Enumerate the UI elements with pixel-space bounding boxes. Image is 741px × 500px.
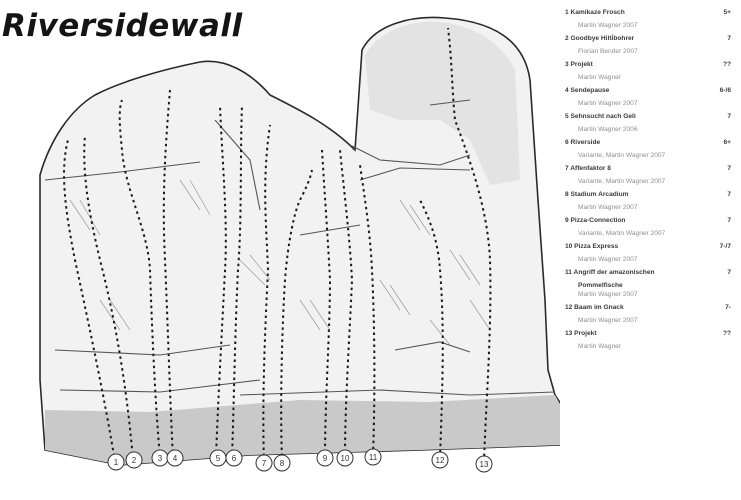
route-first-ascent: Martin Wagner 2006 (565, 126, 737, 139)
route-name: 10 Pizza Express (565, 243, 618, 250)
route-first-ascent: Martin Wagner 2007 (565, 100, 737, 113)
route-first-ascent: Martin Wagner 2007 (565, 22, 737, 35)
route-grade: 7 (727, 165, 731, 172)
route-first-ascent: Variante, Martin Wagner 2007 (565, 152, 737, 165)
route-number-marker: 8 (274, 455, 290, 471)
route-entry: 4 Sendepause 6-/6 (565, 87, 737, 100)
route-entry: 10 Pizza Express 7-/7 (565, 243, 737, 256)
route-number-marker: 10 (337, 450, 353, 466)
route-grade: 7 (727, 191, 731, 198)
route-first-ascent: Martin Wagner (565, 343, 737, 356)
route-name: 11 Angriff der amazonischen (565, 269, 655, 276)
route-first-ascent: Martin Wagner (565, 74, 737, 87)
route-name: 8 Stadium Arcadium (565, 191, 629, 198)
route-grade: ?? (723, 330, 731, 337)
route-number: 8 (280, 459, 285, 468)
route-first-ascent: Martin Wagner 2007 (565, 256, 737, 269)
route-grade: 7- (725, 304, 731, 311)
route-grade: 7 (727, 269, 731, 276)
route-number-marker: 7 (256, 455, 272, 471)
route-entry: 13 Projekt?? (565, 330, 737, 343)
route-number-marker: 4 (167, 450, 183, 466)
route-number: 2 (132, 456, 137, 465)
route-number: 1 (114, 458, 119, 467)
route-entry: 8 Stadium Arcadium 7 (565, 191, 737, 204)
route-grade: 7 (727, 113, 731, 120)
route-name: 1 Kamikaze Frosch (565, 9, 625, 16)
route-entry: 6 Riverside 6+ (565, 139, 737, 152)
route-grade: 7 (727, 35, 731, 42)
route-number-marker: 3 (152, 450, 168, 466)
route-entry: 7 Affenfaktor 8 7 (565, 165, 737, 178)
route-entry: 3 Projekt?? (565, 61, 737, 74)
route-number-marker: 5 (210, 450, 226, 466)
route-entry: 11 Angriff der amazonischen 7 (565, 269, 737, 282)
route-first-ascent: Martin Wagner 2007 (565, 317, 737, 330)
route-entry: 1 Kamikaze Frosch 5+ (565, 9, 737, 22)
route-grade: 5+ (723, 9, 731, 16)
route-number: 3 (158, 454, 163, 463)
route-grade: 6-/6 (720, 87, 731, 94)
route-name: 9 Pizza-Connection (565, 217, 625, 224)
route-number-marker: 13 (476, 456, 492, 472)
route-entry: 12 Baam im Gnack 7- (565, 304, 737, 317)
route-grade: ?? (723, 61, 731, 68)
route-name: 7 Affenfaktor 8 (565, 165, 611, 172)
route-number: 13 (480, 460, 489, 469)
route-number: 5 (216, 454, 221, 463)
route-first-ascent: Martin Wagner 2007 (565, 204, 737, 217)
wall-title: Riversidewall (2, 8, 243, 44)
route-entry: 9 Pizza-Connection 7 (565, 217, 737, 230)
route-name: 12 Baam im Gnack (565, 304, 624, 311)
route-grade: 7-/7 (720, 243, 731, 250)
route-name: 2 Goodbye Hilti̇bohrer (565, 35, 634, 42)
route-number-marker: 6 (226, 450, 242, 466)
route-name: 4 Sendepause (565, 87, 609, 94)
route-entry: 2 Goodbye Hilti̇bohrer 7 (565, 35, 737, 48)
route-number-marker: 2 (126, 452, 142, 468)
route-first-ascent: Martin Wagner 2007 (565, 291, 737, 304)
route-name-continued: Pommelfische (565, 282, 737, 291)
route-first-ascent: Variante, Martin Wagner 2007 (565, 178, 737, 191)
route-number: 7 (262, 459, 267, 468)
route-name: 3 Projekt (565, 61, 593, 68)
route-name: 6 Riverside (565, 139, 600, 146)
route-number: 6 (232, 454, 237, 463)
route-name: 5 Sehnsucht nach Geli (565, 113, 636, 120)
route-number: 12 (436, 456, 445, 465)
route-number-marker: 12 (432, 452, 448, 468)
route-number: 11 (369, 453, 378, 462)
route-name: 13 Projekt (565, 330, 597, 337)
route-first-ascent: Florian Bender 2007 (565, 48, 737, 61)
route-entry: 5 Sehnsucht nach Geli 7 (565, 113, 737, 126)
route-first-ascent: Variante, Martin Wagner 2007 (565, 230, 737, 243)
route-number-marker: 1 (108, 454, 124, 470)
route-number-marker: 11 (365, 449, 381, 465)
route-grade: 6+ (723, 139, 731, 146)
route-number-marker: 9 (317, 450, 333, 466)
route-grade: 7 (727, 217, 731, 224)
route-number: 9 (323, 454, 328, 463)
route-number: 4 (173, 454, 178, 463)
route-number: 10 (341, 454, 350, 463)
